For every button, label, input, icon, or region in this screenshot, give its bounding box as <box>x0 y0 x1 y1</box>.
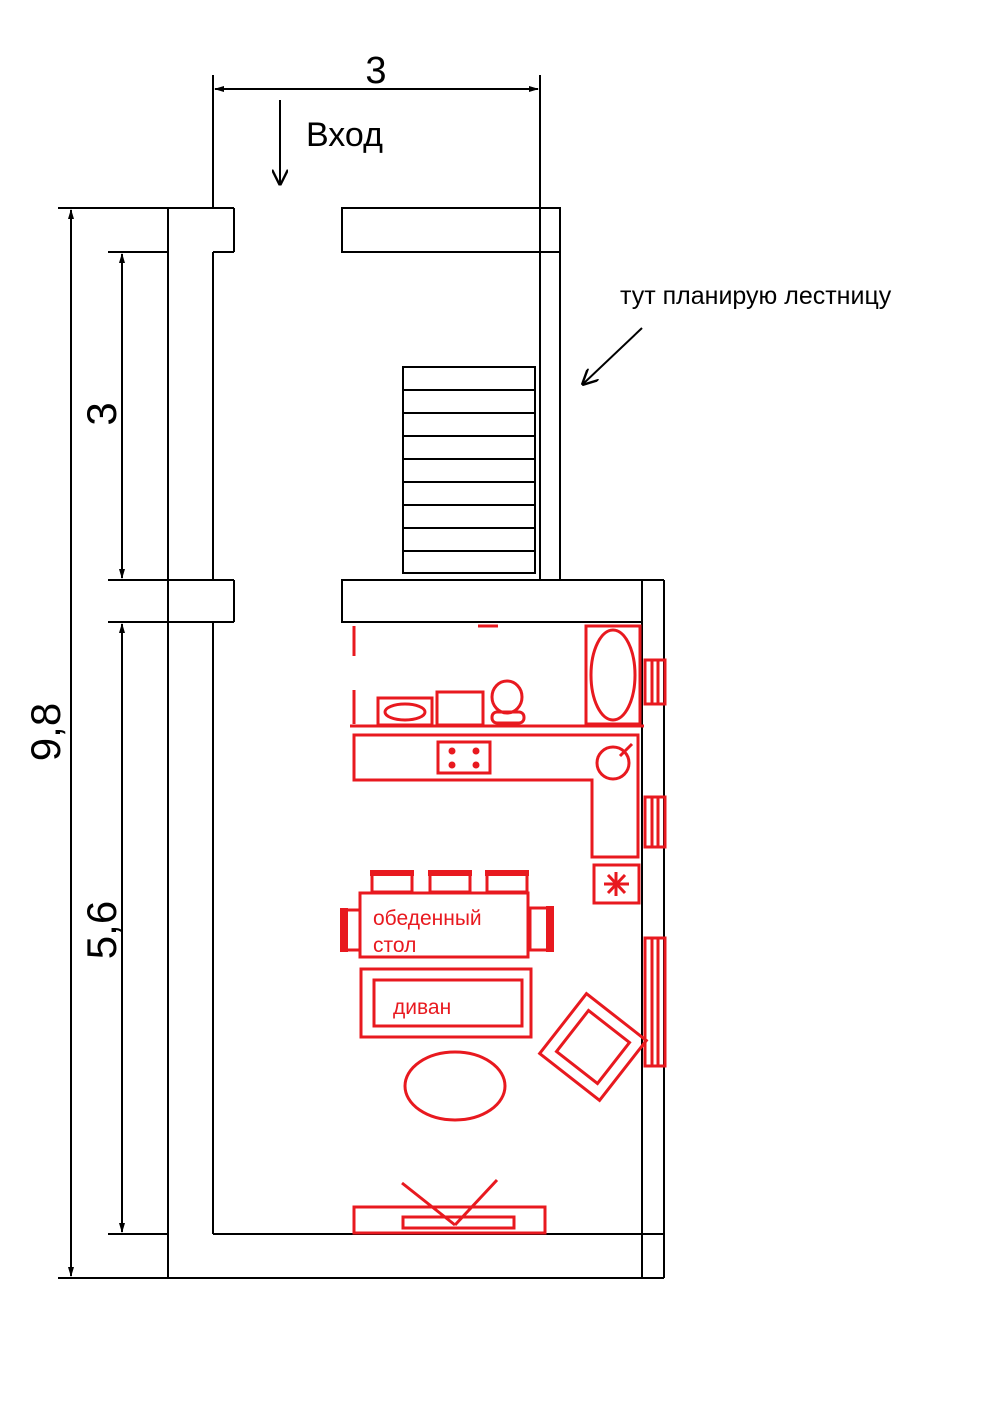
armchair <box>537 991 649 1103</box>
dimension-top-width-label: 3 <box>365 50 386 92</box>
dimension-room-length: 5,6 <box>78 623 125 1233</box>
dimension-top-width: 3 <box>214 50 539 92</box>
entrance-annotation: Вход <box>280 100 383 184</box>
dimension-corridor-length-label: 3 <box>78 402 125 425</box>
washing-machine <box>435 690 485 727</box>
dining-table-label-line1: обеденный <box>373 907 482 930</box>
entrance-label: Вход <box>306 116 383 154</box>
stove <box>436 740 492 775</box>
bathtub <box>584 624 642 726</box>
kitchen-counter <box>352 733 640 859</box>
stair-note-label: тут планирую лестницу <box>620 282 892 310</box>
dimension-corridor-length: 3 <box>78 253 125 579</box>
dining-table <box>358 891 530 959</box>
furniture: обеденный стол диван <box>340 624 667 1235</box>
fridge <box>592 863 641 905</box>
window-2 <box>643 795 667 849</box>
coffee-table <box>403 1050 507 1122</box>
dimension-room-length-label: 5,6 <box>78 901 125 959</box>
staircase <box>402 366 536 574</box>
toilet <box>490 679 526 725</box>
kitchen-sink <box>595 742 634 781</box>
dining-table-label-line2: стол <box>373 934 416 957</box>
tv-unit <box>352 1178 547 1235</box>
window-1 <box>643 658 667 706</box>
stair-note-annotation: тут планирую лестницу <box>583 282 892 384</box>
stair-note-arrow-icon <box>583 327 643 384</box>
window-3 <box>643 936 667 1068</box>
sofa-label: диван <box>393 996 451 1019</box>
dimension-total-length-label: 9,8 <box>22 703 69 761</box>
dimension-total-length: 9,8 <box>22 209 74 1277</box>
sofa <box>359 967 533 1039</box>
walls <box>58 75 665 1279</box>
